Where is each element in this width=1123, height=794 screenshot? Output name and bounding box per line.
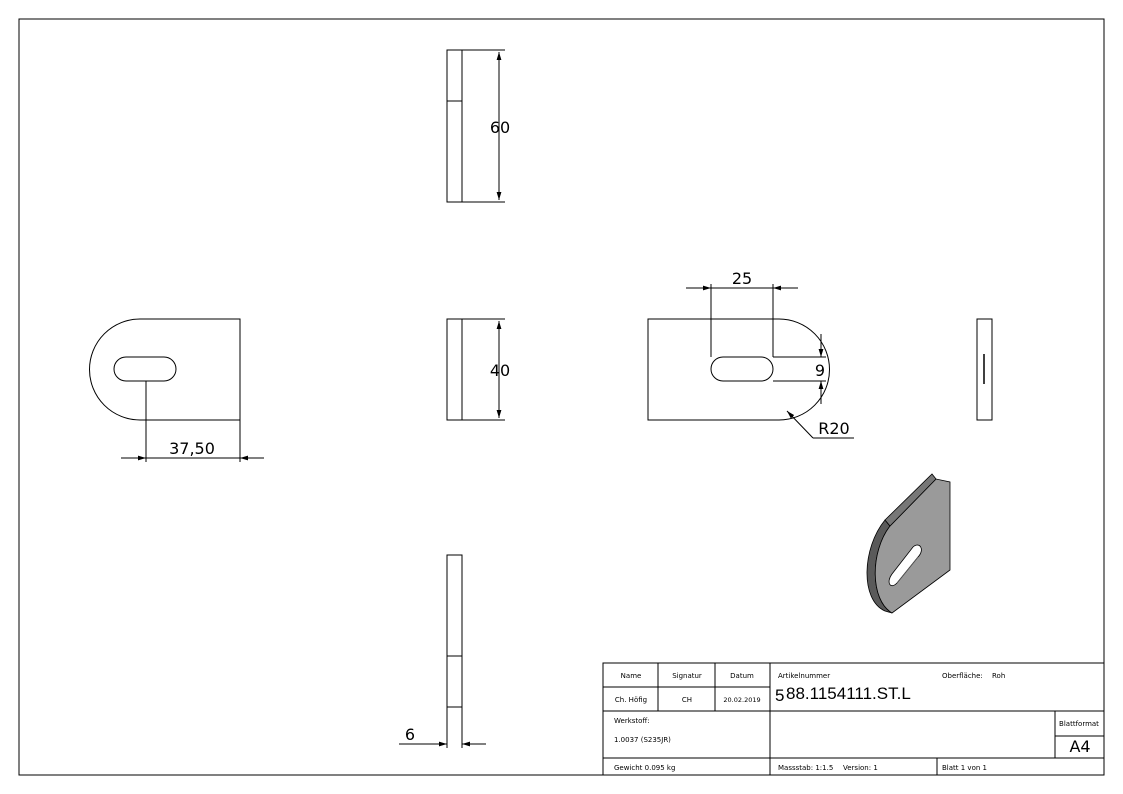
tb-gewicht: Gewicht 0.095 kg [614,764,675,772]
dimension-r20: R20 [818,419,849,438]
top-view [446,49,505,203]
dimension-60: 60 [490,118,510,137]
tb-signatur-value: CH [682,696,692,704]
dimension-6: 6 [405,725,415,744]
tb-name-value: Ch. Höfig [615,696,647,704]
tb-datum-value: 20.02.2019 [723,696,760,704]
tb-blattformat-value: A4 [1069,737,1090,756]
drawing-border [18,18,1105,776]
tb-datum-label: Datum [730,672,754,680]
dimension-37-50: 37,50 [169,439,215,458]
tb-version: Version: 1 [843,764,878,772]
tb-oberflaeche-label: Oberfläche: [942,672,983,680]
tb-blatt: Blatt 1 von 1 [942,764,987,772]
tb-oberflaeche-value: Roh [992,672,1005,680]
title-block [602,662,1105,776]
left-front-view [89,318,264,462]
tb-massstab: Massstab: 1:1.5 [778,764,833,772]
dimension-9: 9 [815,361,825,380]
tb-artikel-value: 88.1154111.ST.L [786,684,911,703]
tb-blattformat-label: Blattformat [1059,720,1099,728]
iso-top-edge [884,473,937,527]
tb-artikel-label: Artikelnummer [778,672,830,680]
edge-view [976,318,993,421]
bottom-view [399,554,486,748]
middle-side-view [446,318,505,421]
tb-werkstoff-value: 1.0037 (S235JR) [614,736,671,744]
dimension-25: 25 [732,269,752,288]
dimension-40: 40 [490,361,510,380]
tb-signatur-label: Signatur [672,672,702,680]
isometric-view [866,473,951,614]
tb-werkstoff-label: Werkstoff: [614,717,650,725]
right-front-view [647,284,854,439]
tb-artikel-prefix: 5 [775,686,784,705]
tb-name-label: Name [621,672,642,680]
